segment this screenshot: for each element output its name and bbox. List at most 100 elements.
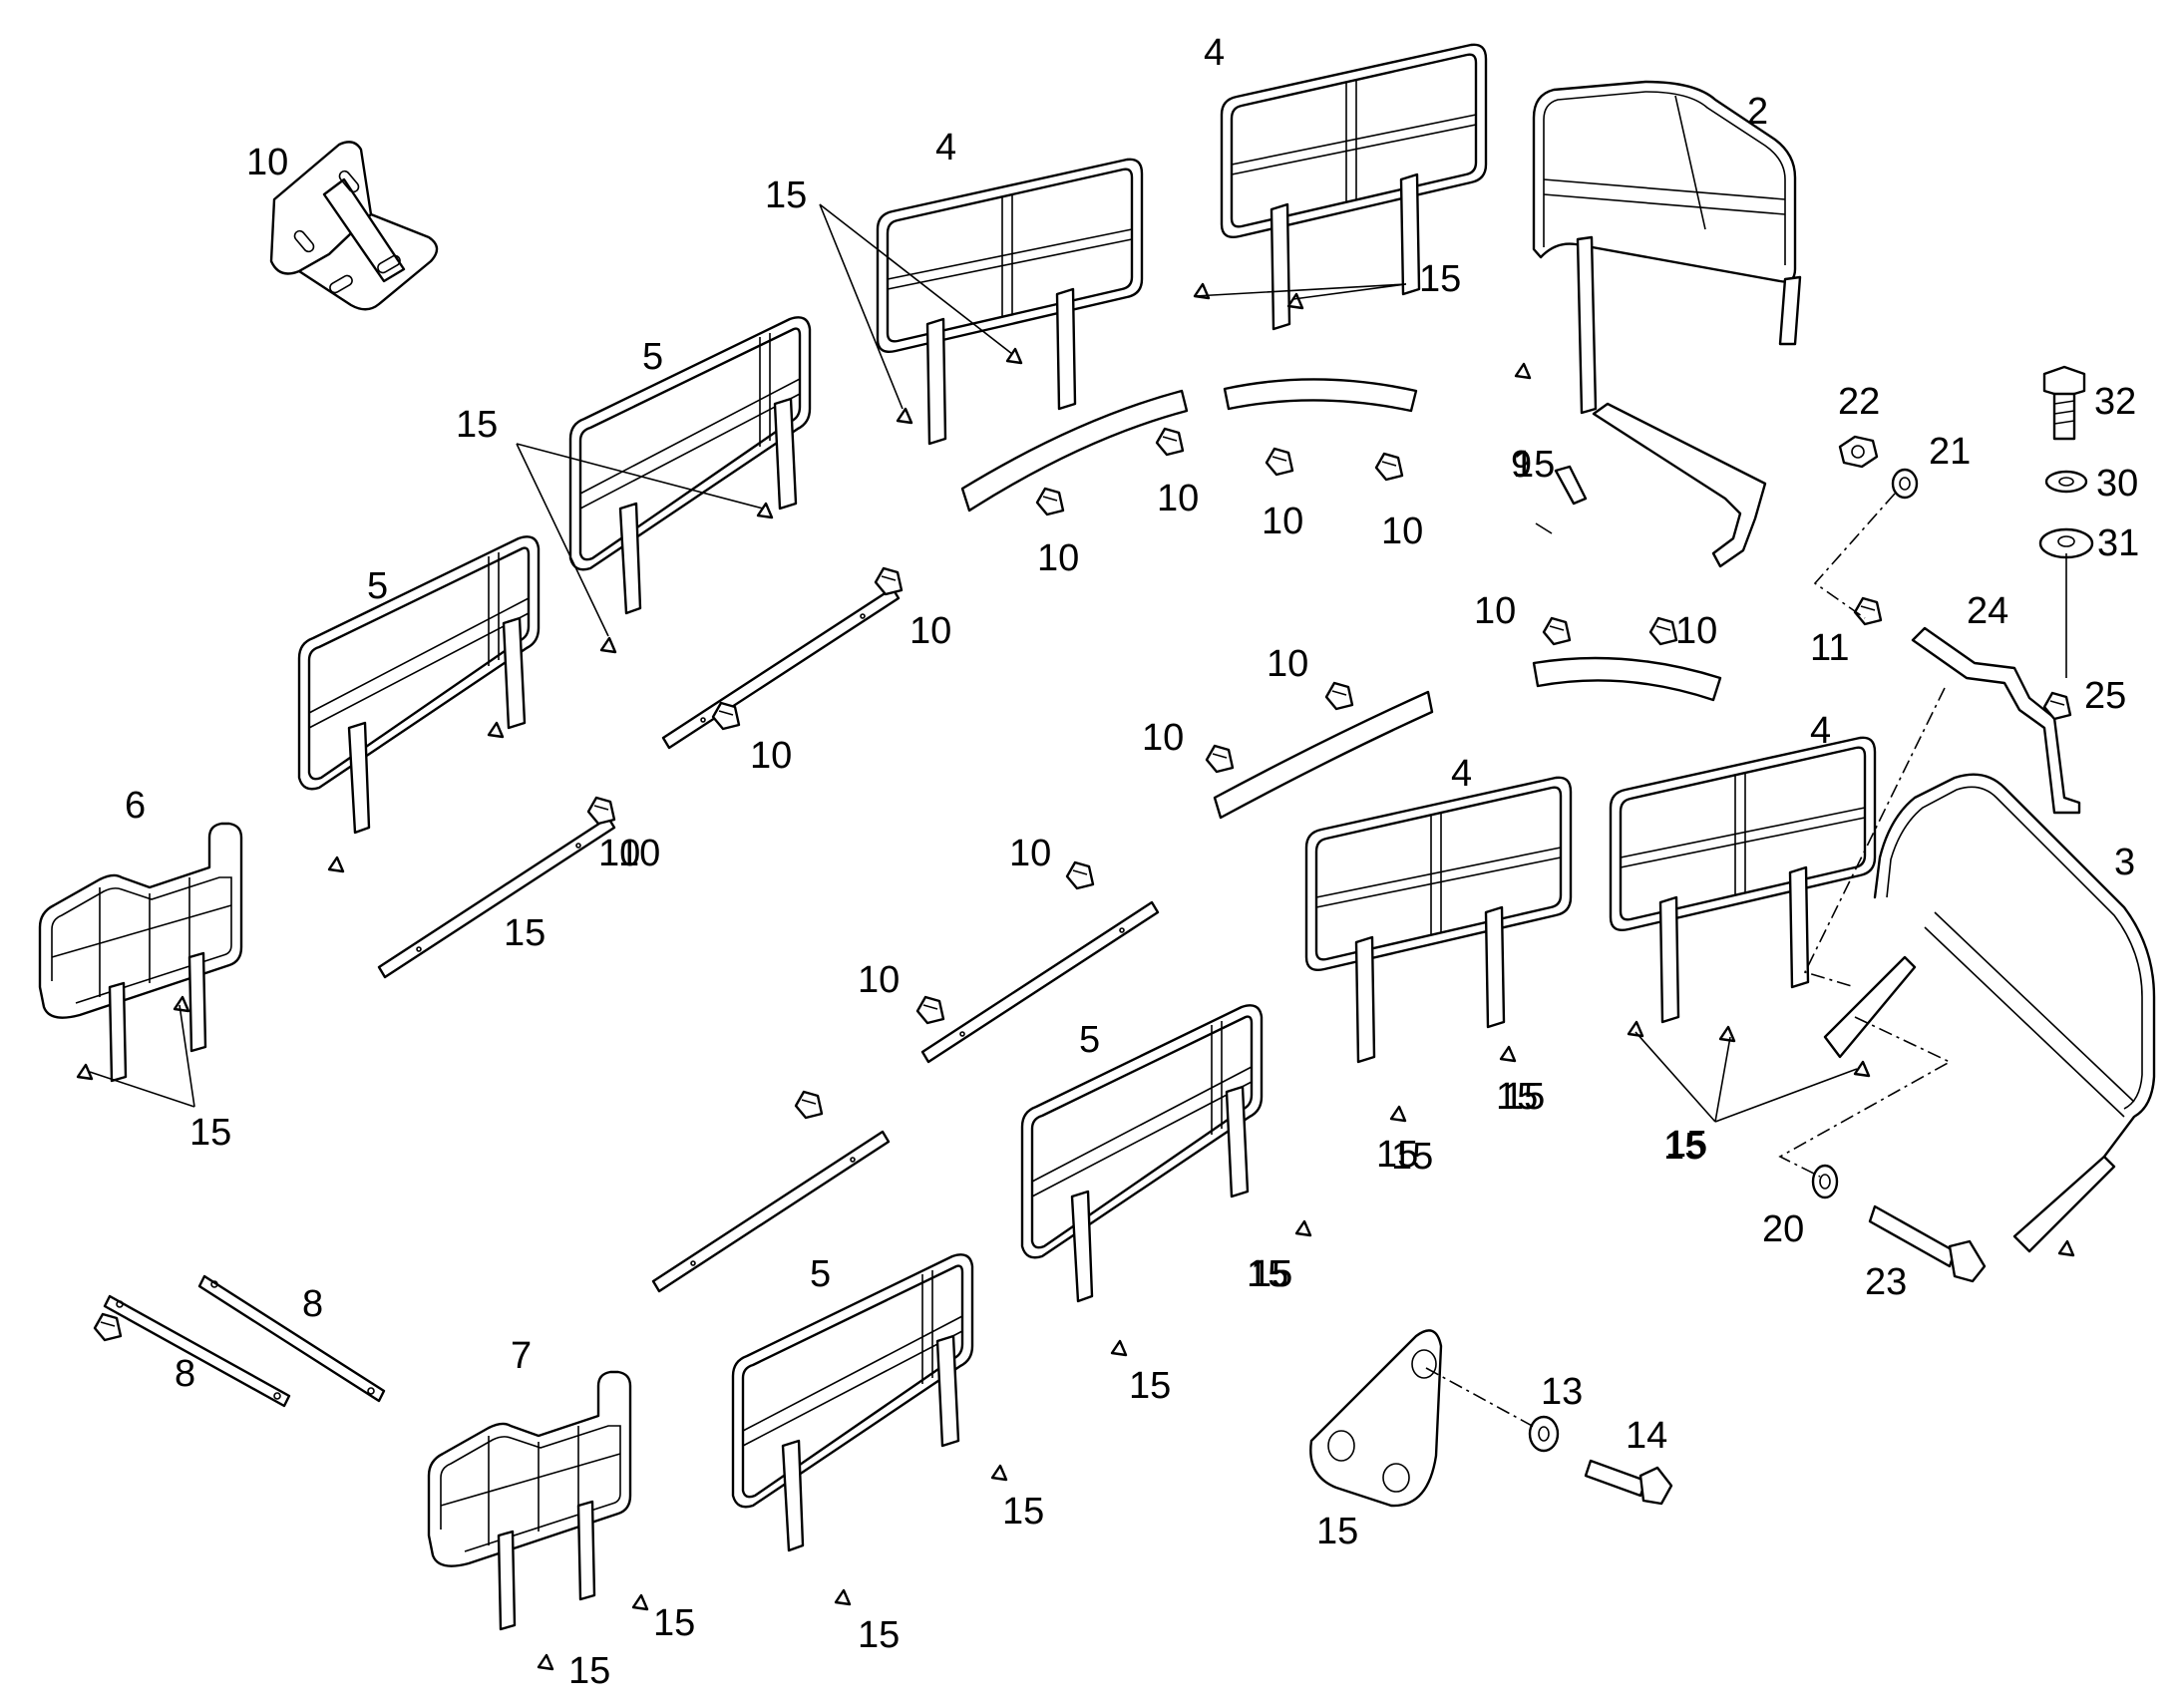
callout-label: 5 bbox=[367, 565, 388, 607]
callout-label: 10 bbox=[598, 833, 640, 874]
callout-label: 15 bbox=[1663, 1126, 1705, 1168]
railing-panel-5a bbox=[568, 316, 812, 615]
clip-10 bbox=[1035, 487, 1065, 516]
plate-15 bbox=[1718, 1025, 1736, 1043]
callout-label: 2 bbox=[1747, 91, 1768, 133]
callout-label: 30 bbox=[2096, 463, 2138, 505]
callout-label: 14 bbox=[1626, 1415, 1667, 1457]
callout-label: 15 bbox=[1419, 258, 1461, 300]
callout-label: 10 bbox=[1009, 833, 1051, 874]
callout-label: 15 bbox=[189, 1112, 231, 1154]
clip-10 bbox=[874, 566, 904, 596]
callout-label: 8 bbox=[302, 1283, 323, 1325]
callout-label: 10 bbox=[1157, 478, 1199, 519]
clip-10 bbox=[794, 1090, 824, 1120]
callout-label: 32 bbox=[2094, 381, 2136, 423]
strip-8a bbox=[197, 1274, 386, 1403]
railing-panel-6 bbox=[38, 822, 243, 1083]
railing-panel-3 bbox=[1823, 773, 2156, 1253]
plate-15 bbox=[599, 636, 617, 654]
callout-label: 10 bbox=[1267, 643, 1308, 685]
callout-label: 5 bbox=[810, 1253, 831, 1295]
railing-panel-4c bbox=[1304, 776, 1573, 1064]
callout-label: 15 bbox=[504, 912, 545, 954]
callout-label: 15 bbox=[1002, 1491, 1044, 1533]
washer-31 bbox=[2038, 527, 2094, 559]
plate-15 bbox=[1499, 1045, 1517, 1063]
clip-10 bbox=[1648, 616, 1678, 646]
callout-label: 7 bbox=[511, 1335, 532, 1377]
plate-15 bbox=[1294, 1219, 1312, 1237]
plate-15 bbox=[756, 502, 774, 519]
plate-15 bbox=[1389, 1105, 1407, 1123]
railing-panel-7 bbox=[427, 1370, 632, 1631]
arc-bar-top-2 bbox=[1223, 378, 1418, 413]
corner-bracket bbox=[269, 141, 439, 311]
callout-label: 15 bbox=[1316, 1511, 1358, 1552]
clip-10 bbox=[1155, 427, 1185, 457]
washer-20 bbox=[1811, 1164, 1839, 1199]
plate-15 bbox=[2057, 1239, 2075, 1257]
railing-panel-2 bbox=[1532, 80, 1802, 415]
plate-15 bbox=[1286, 292, 1304, 310]
plate-15 bbox=[1110, 1339, 1128, 1357]
bracket-11 bbox=[1853, 596, 1883, 626]
callout-label: 10 bbox=[858, 959, 900, 1001]
callout-label: 15 bbox=[765, 174, 807, 216]
callout-label: 20 bbox=[1762, 1208, 1804, 1250]
clip-10 bbox=[1265, 447, 1294, 477]
callout-label: 13 bbox=[1541, 1371, 1583, 1413]
washer-13 bbox=[1528, 1415, 1560, 1453]
leader-lines bbox=[89, 203, 2067, 1429]
callout-label: 9 bbox=[1511, 444, 1532, 486]
callout-label: 15 bbox=[1251, 1253, 1292, 1295]
clip-10 bbox=[1542, 616, 1572, 646]
callout-label: 10 bbox=[750, 735, 792, 777]
callout-label: 22 bbox=[1838, 381, 1880, 423]
arc-bar-mid-2 bbox=[1532, 656, 1722, 702]
bolt-14 bbox=[1584, 1459, 1673, 1506]
callout-label: 15 bbox=[1496, 1076, 1538, 1118]
arc-bar-mid-1 bbox=[1213, 690, 1434, 820]
washer-21 bbox=[1891, 468, 1919, 500]
clip-8 bbox=[93, 1312, 123, 1342]
callout-label: 15 bbox=[653, 1602, 695, 1644]
callout-label: 10 bbox=[246, 142, 288, 183]
callout-label: 31 bbox=[2097, 522, 2139, 564]
callout-label: 23 bbox=[1865, 1261, 1907, 1303]
callout-label: 8 bbox=[175, 1353, 195, 1395]
plate-15 bbox=[631, 1593, 649, 1611]
callout-label: 10 bbox=[1381, 511, 1423, 552]
plate-15 bbox=[1514, 362, 1532, 380]
bolt-32 bbox=[2042, 365, 2086, 441]
clip-10 bbox=[1205, 744, 1235, 774]
callout-label: 10 bbox=[618, 833, 660, 874]
callout-label: 10 bbox=[1262, 501, 1303, 542]
callout-label: 15 bbox=[1513, 444, 1555, 486]
bolt-23 bbox=[1868, 1204, 1987, 1283]
plate-15 bbox=[487, 721, 505, 739]
plate-15 bbox=[537, 1653, 554, 1671]
callout-label: 10 bbox=[909, 610, 951, 652]
callout-label: 10 bbox=[1474, 590, 1516, 632]
callout-label: 15 bbox=[1665, 1124, 1707, 1166]
straight-bar-3 bbox=[920, 900, 1160, 1064]
straight-bar-2 bbox=[377, 816, 616, 979]
callout-label: 21 bbox=[1929, 431, 1971, 473]
callout-label: 10 bbox=[1675, 610, 1717, 652]
clip-10 bbox=[915, 995, 945, 1025]
callout-label: 5 bbox=[1079, 1019, 1100, 1061]
callout-label: 15 bbox=[568, 1650, 610, 1692]
callout-label: 10 bbox=[1037, 537, 1079, 579]
callout-label: 25 bbox=[2084, 675, 2126, 717]
callout-label: 15 bbox=[1376, 1134, 1418, 1176]
plate-15 bbox=[896, 407, 913, 425]
callout-label: 5 bbox=[642, 336, 663, 378]
callout-label: 15 bbox=[1391, 1136, 1433, 1178]
clip-10 bbox=[1374, 452, 1404, 482]
callout-label: 4 bbox=[1810, 710, 1831, 752]
callout-label: 15 bbox=[1503, 1076, 1545, 1118]
plate-15 bbox=[1627, 1020, 1644, 1038]
callout-label: 3 bbox=[2114, 842, 2135, 883]
